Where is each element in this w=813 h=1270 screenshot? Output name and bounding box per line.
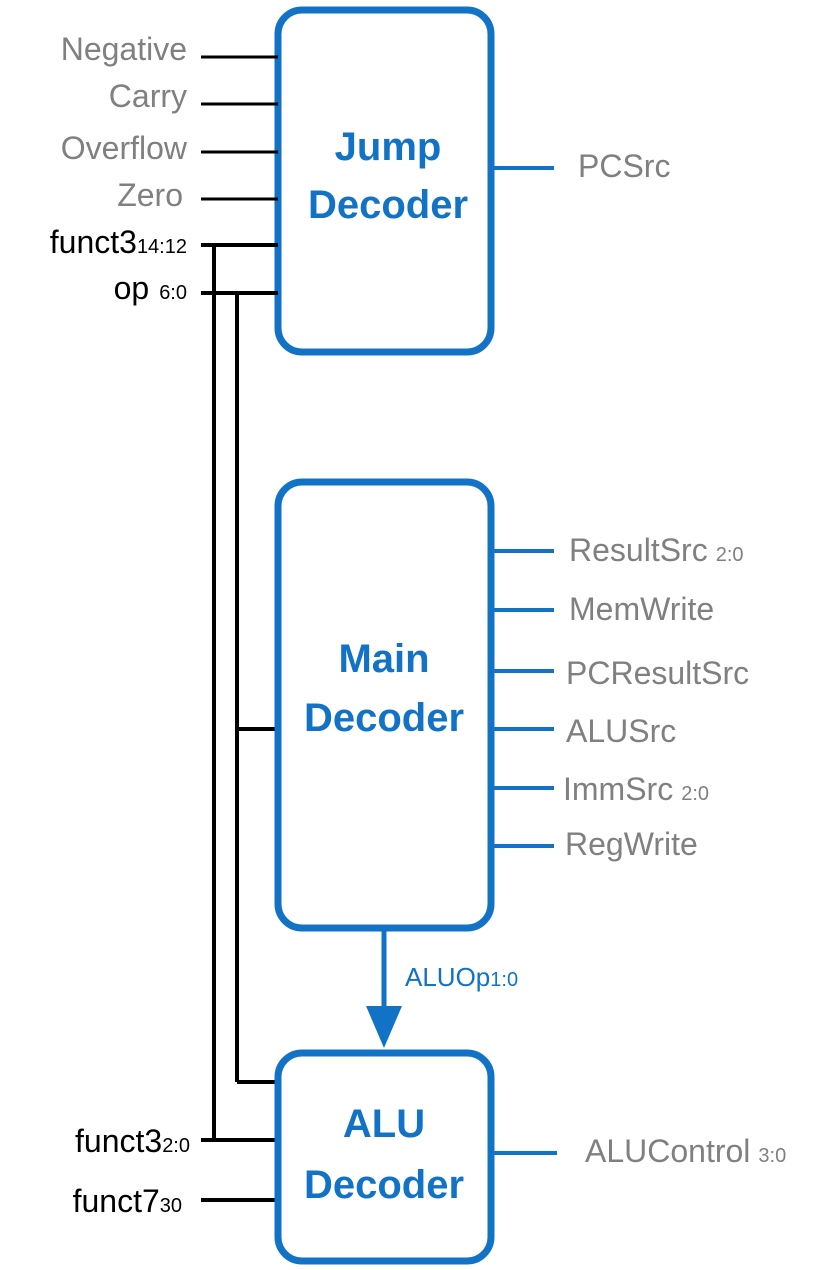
main-decoder-title-line1: Main <box>338 637 429 681</box>
immsrc-name: ImmSrc <box>563 771 673 807</box>
op-range: 6:0 <box>159 282 187 304</box>
alu-decoder-title-line1: ALU <box>343 1102 425 1146</box>
pcresultsrc-label: PCResultSrc <box>566 655 749 691</box>
alucontrol-name: ALUControl <box>585 1133 750 1169</box>
immsrc-label: ImmSrc 2:0 <box>563 771 709 807</box>
jump-decoder-block <box>274 6 495 356</box>
funct3-jump-range: 14:12 <box>137 236 187 258</box>
pcsrc-label: PCSrc <box>578 148 670 184</box>
resultsrc-range: 2:0 <box>716 544 744 566</box>
jump-decoder-title-line2: Decoder <box>308 183 468 227</box>
funct3-alu-label: funct32:0 <box>75 1123 190 1159</box>
alusrc-label: ALUSrc <box>566 713 676 749</box>
alucontrol-label: ALUControl 3:0 <box>585 1133 786 1169</box>
resultsrc-label: ResultSrc 2:0 <box>569 532 744 568</box>
funct3-alu-name: funct3 <box>75 1123 162 1159</box>
regwrite-label: RegWrite <box>565 826 698 862</box>
zero-label: Zero <box>117 177 183 213</box>
overflow-label: Overflow <box>61 130 188 166</box>
funct7-range: 30 <box>160 1195 182 1217</box>
op-label: op 6:0 <box>114 270 187 306</box>
jump-decoder-title-line1: Jump <box>335 125 442 169</box>
aluop-range: 1:0 <box>490 969 518 991</box>
alu-decoder-block <box>274 1049 495 1265</box>
alucontrol-range: 3:0 <box>758 1145 786 1167</box>
funct7-label: funct730 <box>73 1183 182 1219</box>
main-decoder-title-line2: Decoder <box>304 696 464 740</box>
immsrc-range: 2:0 <box>681 783 709 805</box>
funct3-alu-range: 2:0 <box>162 1135 190 1157</box>
aluop-arrowhead <box>366 1006 402 1048</box>
aluop-label: ALUOp1:0 <box>405 962 518 992</box>
resultsrc-name: ResultSrc <box>569 532 708 568</box>
memwrite-label: MemWrite <box>569 591 714 627</box>
funct3-jump-label: funct314:12 <box>50 224 187 260</box>
alu-decoder-title-line2: Decoder <box>304 1163 464 1207</box>
funct7-name: funct7 <box>73 1183 160 1219</box>
carry-label: Carry <box>109 78 187 114</box>
negative-label: Negative <box>61 31 187 67</box>
op-name: op <box>114 270 150 306</box>
funct3-jump-name: funct3 <box>50 224 137 260</box>
aluop-name: ALUOp <box>405 962 490 992</box>
